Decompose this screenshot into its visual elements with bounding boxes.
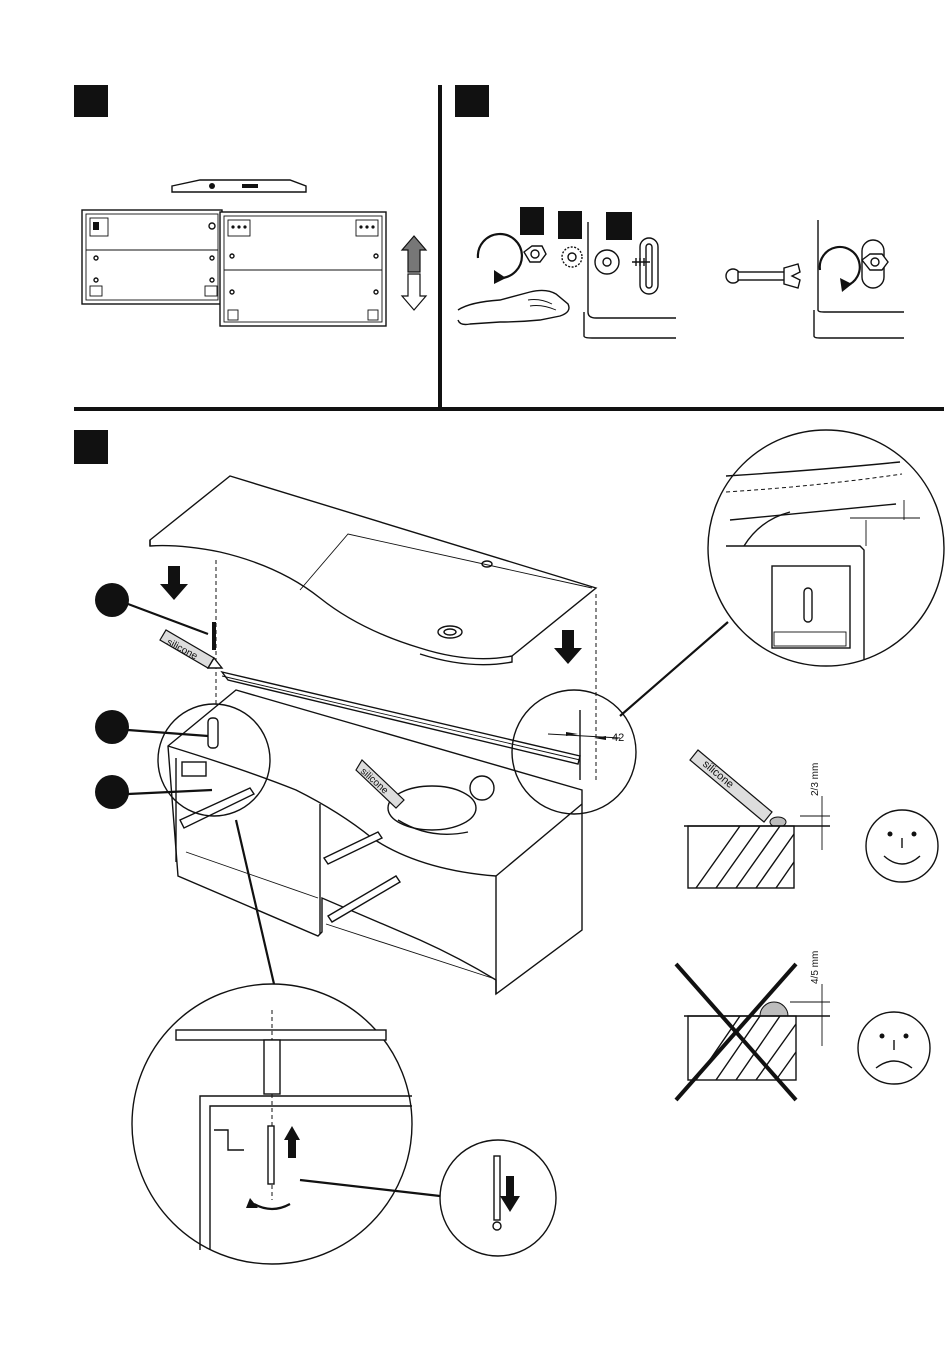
step3-illustration: silicone silicone [95,430,944,1264]
part-marker-c [606,212,632,240]
step-marker-1 [74,85,108,117]
hand-icon [458,290,569,324]
up-down-arrow-icon [402,236,426,310]
part-marker-a [520,207,544,235]
step2-illustration [458,207,904,338]
callout-dot-1 [95,583,129,617]
lock-washer-icon [562,247,582,267]
offset-dimension-label: 42 [612,732,624,744]
mounted-bolt-icon [862,240,888,288]
down-arrow-icon-left [160,566,188,600]
bead-incorrect-diagram: 4/5 mm [676,951,830,1100]
callout-dot-3 [95,775,129,809]
down-arrow-icon-right [554,630,582,664]
rotate-arrow-icon-2 [820,247,860,286]
slot-plate-icon [640,238,658,294]
step1-illustration [82,180,386,326]
bead-ok-height-label: 2/3 mm [810,763,821,796]
silicone-label-3: silicone [700,758,736,791]
callout-dot-2 [95,710,129,744]
rotate-arrow-icon [478,234,522,278]
step-marker-2 [455,85,489,117]
bead-bad-height-label: 4/5 mm [810,951,821,984]
part-marker-b [558,211,582,239]
smiley-face-icon [866,810,938,882]
nut-icon [524,246,546,262]
washer-icon [595,250,619,274]
bead-correct-diagram: silicone 2/3 mm [684,750,830,888]
wrench-icon [726,264,800,288]
step-marker-3 [74,430,108,464]
sad-face-icon [858,1012,930,1084]
vanity-top [150,476,596,659]
